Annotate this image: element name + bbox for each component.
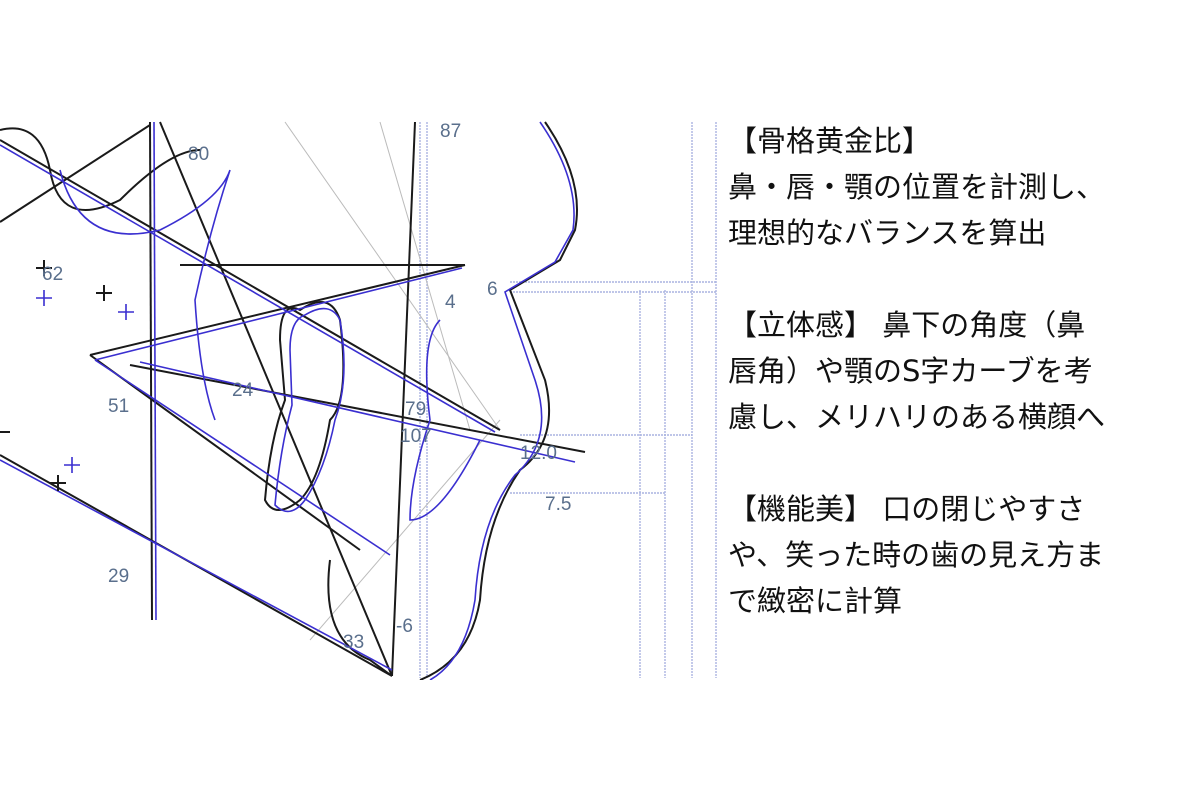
section-heading: 【機能美】 口の閉じやすさ xyxy=(728,492,1086,526)
measurement-label: -6 xyxy=(396,616,413,637)
measurement-label: 107 xyxy=(400,426,432,447)
section-line: 鼻・唇・顎の位置を計測し、 xyxy=(728,170,1106,204)
section-line: や、笑った時の歯の見え方ま xyxy=(728,538,1105,572)
measurement-label: 62 xyxy=(42,264,63,285)
section-heading: 【立体感】 鼻下の角度（鼻 xyxy=(728,308,1086,342)
section-functional-beauty: 【機能美】 口の閉じやすさ や、笑った時の歯の見え方ま で緻密に計算 xyxy=(728,486,1198,624)
landmark-crosses xyxy=(0,260,134,491)
section-line: 唇角）や顎のS字カーブを考 xyxy=(728,354,1093,388)
measurement-label: 51 xyxy=(108,396,129,417)
measurement-label: 80 xyxy=(188,144,209,165)
section-line: 理想的なバランスを算出 xyxy=(728,216,1047,250)
section-line: 慮し、メリハリのある横顔へ xyxy=(728,400,1106,434)
after-tracing xyxy=(0,121,576,680)
before-tracing xyxy=(0,121,586,680)
section-heading: 【骨格黄金比】 xyxy=(728,124,932,158)
thin-reference-lines xyxy=(284,121,501,641)
measurement-label: 29 xyxy=(108,566,129,587)
section-line: で緻密に計算 xyxy=(728,584,903,618)
measurement-label: 24 xyxy=(232,380,254,401)
measurement-label: 79 xyxy=(405,399,426,420)
measurement-label: 7.5 xyxy=(545,494,571,515)
description-text: 【骨格黄金比】 鼻・唇・顎の位置を計測し、 理想的なバランスを算出 【立体感】 … xyxy=(728,118,1198,670)
section-three-dimensionality: 【立体感】 鼻下の角度（鼻 唇角）や顎のS字カーブを考 慮し、メリハリのある横顔… xyxy=(728,302,1198,440)
section-skeletal-golden-ratio: 【骨格黄金比】 鼻・唇・顎の位置を計測し、 理想的なバランスを算出 xyxy=(728,118,1198,256)
measurement-labels: 87 80 62 6 4 51 24 79 107 12.0 7.5 29 33… xyxy=(42,121,571,653)
measurement-label: 4 xyxy=(445,292,456,313)
cephalometric-tracing: 87 80 62 6 4 51 24 79 107 12.0 7.5 29 33… xyxy=(0,121,717,680)
measurement-label: 87 xyxy=(440,121,461,142)
measurement-label: 33 xyxy=(343,632,364,653)
measurement-label: 12.0 xyxy=(520,443,557,464)
measurement-label: 6 xyxy=(487,279,498,300)
reference-grid xyxy=(419,122,717,678)
